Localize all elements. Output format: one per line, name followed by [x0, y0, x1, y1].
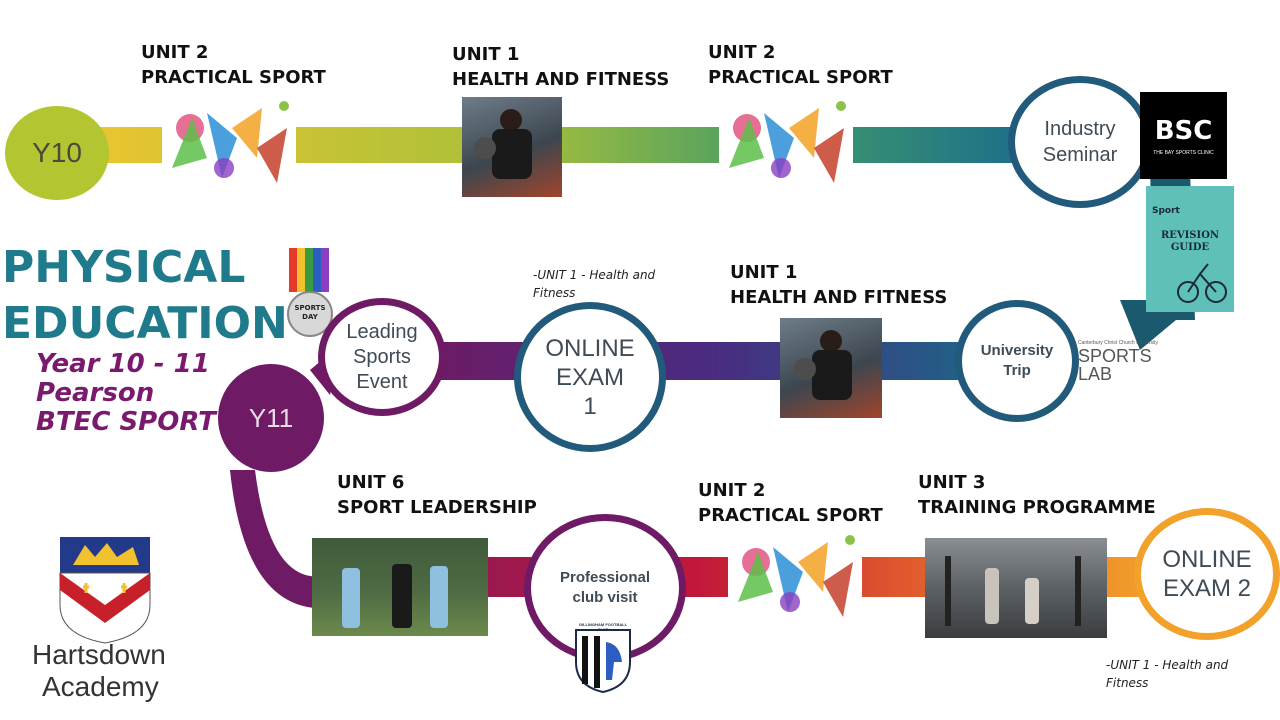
- medal-icon: [287, 248, 333, 337]
- horse-crest-icon: [575, 629, 631, 694]
- unit2-label-row3: UNIT 2 PRACTICAL SPORT: [698, 480, 883, 526]
- exam2-note: -UNIT 1 - Health and Fitness: [1106, 658, 1229, 690]
- sports-day-medal: SPORTS DAY: [285, 248, 339, 338]
- page-title: PHYSICAL EDUCATION: [2, 242, 288, 349]
- unit3-label: UNIT 3 TRAINING PROGRAMME: [918, 472, 1156, 518]
- sport-leadership-photo: [312, 538, 488, 636]
- university-trip-circle: University Trip: [955, 300, 1079, 422]
- online-exam-2-circle: ONLINE EXAM 2: [1134, 508, 1280, 640]
- practical-sport-image: [162, 98, 296, 190]
- shield-crest-icon: [59, 537, 151, 644]
- y10-badge: Y10: [5, 106, 109, 200]
- sports-lab-logo: Canterbury Christ Church University SPOR…: [1078, 340, 1159, 384]
- unit6-label: UNIT 6 SPORT LEADERSHIP: [337, 472, 537, 518]
- course-subtitle: Year 10 - 11 Pearson BTEC SPORT: [36, 349, 216, 437]
- exam1-note: -UNIT 1 - Health and Fitness: [533, 268, 656, 300]
- y11-badge: Y11: [218, 364, 324, 472]
- revision-guide-book: Sport REVISION GUIDE: [1146, 186, 1234, 312]
- training-programme-photo: [925, 538, 1107, 638]
- unit2-label-row1a: UNIT 2 PRACTICAL SPORT: [141, 42, 326, 88]
- unit1-label-row1: UNIT 1 HEALTH AND FITNESS: [452, 44, 670, 90]
- school-name-line1: Hartsdown: [32, 639, 166, 670]
- unit1-label-row2: UNIT 1 HEALTH AND FITNESS: [730, 262, 948, 308]
- online-exam-1-circle: ONLINE EXAM 1: [514, 302, 666, 452]
- school-logo: Hartsdown Academy: [30, 535, 180, 705]
- sports-collage-icon: [738, 535, 855, 617]
- leading-sports-event-circle: Leading Sports Event: [318, 298, 446, 416]
- fitness-photo-row1: [462, 97, 562, 197]
- sports-collage-icon: [172, 101, 289, 183]
- fitness-photo-row2: [780, 318, 882, 418]
- bsc-logo: BSC THE BAY SPORTS CLINIC: [1140, 92, 1227, 179]
- practical-sport-image-2: [719, 98, 853, 190]
- gillingham-logo: GILLINGHAM FOOTBALL CLUB: [574, 622, 632, 694]
- school-name-line2: Academy: [42, 671, 159, 702]
- unit2-label-row1c: UNIT 2 PRACTICAL SPORT: [708, 42, 893, 88]
- practical-sport-image-3: [728, 532, 862, 624]
- industry-seminar-circle: Industry Seminar: [1008, 76, 1152, 208]
- sports-collage-icon: [729, 101, 846, 183]
- cyclist-icon: [1177, 263, 1227, 303]
